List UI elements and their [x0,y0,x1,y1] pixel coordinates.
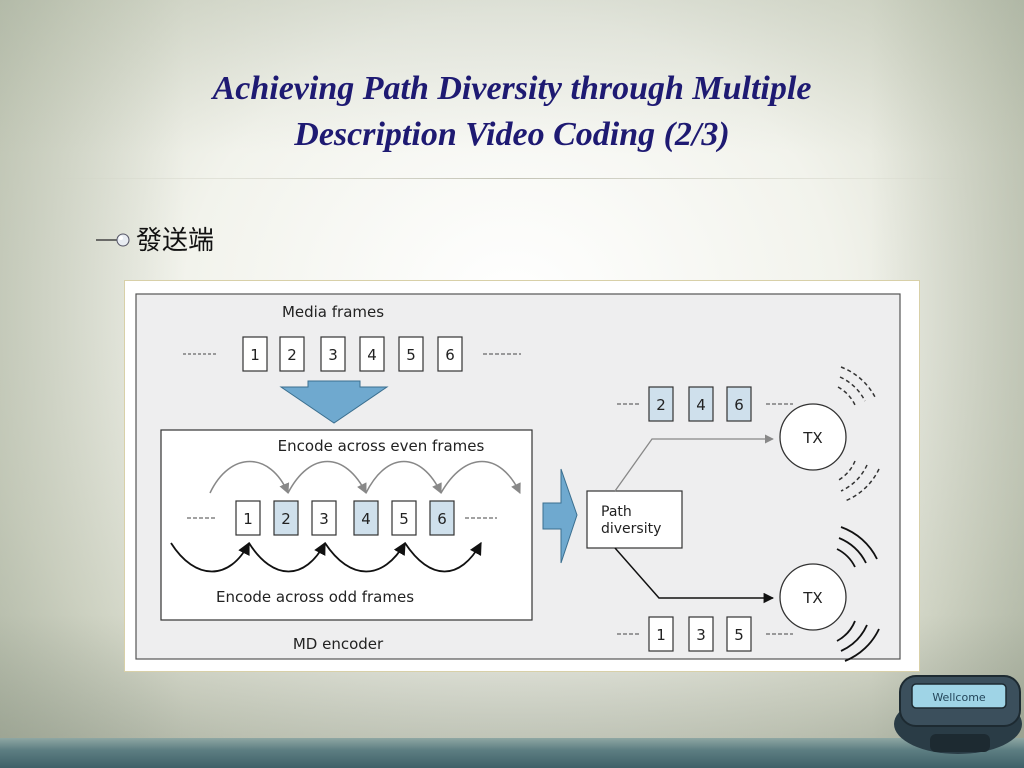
encoded-frame-label: 3 [319,510,329,528]
bottom-decor-strip [0,738,1024,768]
media-frame-box [242,336,268,372]
bullet-orb-icon [96,233,130,247]
even-stream-row: 2 4 6 [648,386,752,422]
radio-waves-bottom-icon [836,526,880,662]
encoded-frame-box [273,500,299,536]
media-frames-label: Media frames [282,303,384,321]
odd-stream-row: 1 3 5 [648,616,752,652]
odd-stream-frame-box [688,616,714,652]
title-divider [50,178,974,179]
odd-stream-frame-box [648,616,674,652]
even-stream-frame-box [648,386,674,422]
path-diversity-box [586,490,683,549]
media-frame-label: 6 [445,346,455,364]
encoded-frame-box [311,500,337,536]
bullet-text: 發送端 [136,226,215,256]
encoded-frame-box [353,500,379,536]
slide-title-line-2: Description Video Coding (2/3) [294,116,730,153]
odd-stream-frame-box [726,616,752,652]
down-arrow-icon [279,380,389,424]
media-frame-label: 5 [406,346,416,364]
media-frame-row: 1 2 3 4 5 6 [242,336,463,372]
encoded-frame-label: 1 [243,510,253,528]
odd-frame-arcs [170,541,482,573]
slide-title: Achieving Path Diversity through Multipl… [90,66,934,158]
even-frame-arcs [209,460,521,494]
media-frame-label: 3 [328,346,338,364]
media-frame-label: 1 [250,346,260,364]
encoded-frame-label: 2 [281,510,291,528]
media-frame-box [279,336,305,372]
decorative-pager-icon: Wellcome [894,675,1022,754]
diagram-figure: Media frames 1 2 3 4 5 6 Encode across e… [124,280,920,672]
encoded-frame-label: 4 [361,510,371,528]
odd-stream-frame-label: 5 [734,626,744,644]
even-stream-frame-label: 2 [656,396,666,414]
media-frame-box [320,336,346,372]
odd-path-line [614,547,775,604]
media-frame-label: 2 [287,346,297,364]
encode-odd-label: Encode across odd frames [216,588,414,606]
even-stream-frame-box [688,386,714,422]
encoded-frame-row: 1 2 3 4 5 6 [235,500,455,536]
md-coding-diagram: Media frames 1 2 3 4 5 6 Encode across e… [135,293,901,662]
media-frame-box [359,336,385,372]
odd-stream-frame-label: 1 [656,626,666,644]
path-diversity-label-line2: diversity [601,521,661,537]
odd-stream-frame-label: 3 [696,626,706,644]
encode-even-label: Encode across even frames [278,437,485,455]
media-frame-box [437,336,463,372]
md-encoder-label: MD encoder [293,635,384,653]
path-diversity-label-line1: Path [601,504,632,520]
md-encoder-box [160,429,533,621]
even-stream-frame-label: 6 [734,396,744,414]
right-arrow-icon [542,468,578,564]
encoded-frame-box [235,500,261,536]
encoded-frame-label: 5 [399,510,409,528]
tx-transmitter-top [779,403,847,471]
encoded-frame-box [391,500,417,536]
slide-title-line-1: Achieving Path Diversity through Multipl… [212,70,812,107]
tx-bottom-label: TX [802,589,822,607]
encoded-frame-label: 6 [437,510,447,528]
even-stream-frame-box [726,386,752,422]
tx-top-label: TX [802,429,822,447]
media-frame-box [398,336,424,372]
even-path-line [614,434,774,492]
radio-waves-top-icon [836,366,880,502]
media-frame-label: 4 [367,346,377,364]
tx-transmitter-bottom [779,563,847,631]
encoded-frame-box [429,500,455,536]
device-screen-text: Wellcome [932,691,986,704]
even-stream-frame-label: 4 [696,396,706,414]
